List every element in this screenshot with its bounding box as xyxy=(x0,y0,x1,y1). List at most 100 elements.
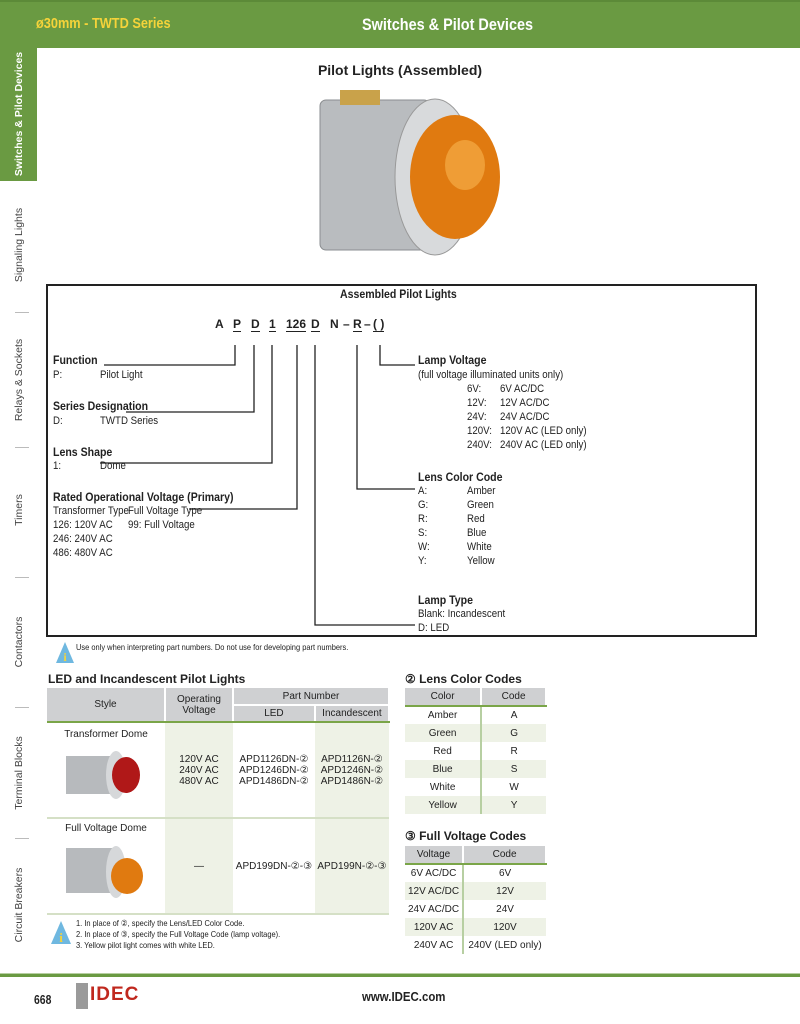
series-label: ø30mm - TWTD Series xyxy=(36,15,171,32)
code-cell: G xyxy=(510,727,518,739)
lamp-voltage-desc: 6V AC/DC xyxy=(500,383,545,395)
lamp-voltage-code: 240V: xyxy=(467,439,492,451)
page-number: 668 xyxy=(34,992,52,1007)
voltage-value: 120V AC xyxy=(179,753,219,765)
sidebar-item-circuit-breakers[interactable]: Circuit Breakers xyxy=(13,867,25,943)
code-cell: S xyxy=(510,763,518,775)
value-cell: Yellow xyxy=(405,796,483,814)
code-dash: – xyxy=(343,317,350,331)
col-led: LED xyxy=(233,705,316,723)
table-row: Full Voltage Dome — APD199DN-②-③ APD199N… xyxy=(47,818,389,914)
col-voltage: Operating Voltage xyxy=(165,688,234,723)
value-cell: 6V AC/DC xyxy=(405,864,465,882)
lamp-voltage-desc: 12V AC/DC xyxy=(500,397,550,409)
column-header: Color xyxy=(405,688,483,707)
value-cell: 240V AC xyxy=(405,936,465,954)
led-part: APD1126DN-② xyxy=(239,753,309,765)
warning-note: Use only when interpreting part numbers.… xyxy=(76,642,349,652)
rated-item: 126: 120V AC xyxy=(53,519,113,531)
voltage-value: 480V AC xyxy=(179,775,219,787)
lamp-type-label: Lamp Type xyxy=(418,593,473,607)
lens-color-desc: Red xyxy=(467,513,485,525)
value-cell: Blue xyxy=(405,760,483,778)
divider xyxy=(15,447,29,448)
idec-logo-mark xyxy=(76,983,88,1009)
lens-shape-desc: Dome xyxy=(100,460,126,472)
lens-color-desc: Green xyxy=(467,499,494,511)
style-name: Full Voltage Dome xyxy=(65,823,147,834)
function-label: Function xyxy=(53,353,98,367)
value-cell: Red xyxy=(405,742,483,760)
lamp-voltage-label: Lamp Voltage xyxy=(418,353,487,367)
voltage-value: 240V AC xyxy=(179,764,219,776)
sidebar-active-tab[interactable] xyxy=(0,48,37,181)
lens-color-code: S: xyxy=(418,527,428,539)
info-icon: i xyxy=(51,921,71,945)
rated-item: 486: 480V AC xyxy=(53,547,113,559)
lamp-voltage-code: 24V: xyxy=(467,411,487,423)
rated-item: 246: 240V AC xyxy=(53,533,113,545)
value-cell: Green xyxy=(405,724,483,742)
value-cell: White xyxy=(405,778,483,796)
col-style: Style xyxy=(47,688,166,723)
voltage-value: — xyxy=(165,818,233,914)
note: 2. In place of ③, specify the Full Volta… xyxy=(76,929,281,939)
lens-color-desc: Amber xyxy=(467,485,496,497)
divider xyxy=(15,577,29,578)
sidebar-item-terminal-blocks[interactable]: Terminal Blocks xyxy=(13,736,25,810)
lens-color-code: G: xyxy=(418,499,429,511)
lens-color-code: Y: xyxy=(418,555,427,567)
column-header: Code xyxy=(463,846,547,865)
table-row: Blue S xyxy=(405,760,546,778)
code-cell: 24V xyxy=(496,903,514,915)
lamp-voltage-desc: 120V AC (LED only) xyxy=(500,425,587,437)
info-icon: i xyxy=(56,642,74,664)
inc-part: APD1126N-② xyxy=(321,753,383,765)
led-part: APD1246DN-② xyxy=(239,764,309,776)
part-number-diagram xyxy=(46,284,757,637)
lens-color-desc: White xyxy=(467,541,492,553)
code-cell: Y xyxy=(510,799,518,811)
fv-codes-title: ③ Full Voltage Codes xyxy=(405,829,527,843)
code-dash: – xyxy=(364,317,371,331)
lens-color-label: Lens Color Code xyxy=(418,470,503,484)
column-header: Code xyxy=(481,688,547,707)
lens-color-code: A: xyxy=(418,485,428,497)
diagram-leader-lines xyxy=(100,345,415,626)
svg-text:i: i xyxy=(63,650,67,664)
column-header: Voltage xyxy=(405,846,465,865)
lens-color-code: R: xyxy=(418,513,428,525)
function-code: P: xyxy=(53,369,63,381)
svg-text:i: i xyxy=(59,930,63,945)
value-cell: Amber xyxy=(405,706,483,724)
lens-codes-title: ② Lens Color Codes xyxy=(405,672,522,686)
footer-rule xyxy=(0,973,800,977)
section-title: Switches & Pilot Devices xyxy=(362,15,534,34)
function-desc: Pilot Light xyxy=(100,369,143,381)
series-desc: TWTD Series xyxy=(100,415,159,427)
lens-color-code: W: xyxy=(418,541,430,553)
transformer-type: Transformer Type xyxy=(53,505,129,517)
lamp-voltage-desc: 24V AC/DC xyxy=(500,411,550,423)
code-cell: R xyxy=(510,745,518,757)
website-link[interactable]: www.IDEC.com xyxy=(362,989,446,1004)
full-voltage-dome-image xyxy=(66,846,143,898)
rated-voltage-label: Rated Operational Voltage (Primary) xyxy=(53,490,234,504)
code-cell: 120V xyxy=(493,921,517,933)
series-label: Series Designation xyxy=(53,399,149,413)
lamp-voltage-code: 6V: xyxy=(467,383,482,395)
lens-color-desc: Blue xyxy=(467,527,487,539)
lens-shape-code: 1: xyxy=(53,460,62,472)
inc-part: APD1486N-② xyxy=(320,775,384,787)
code-126: 126 xyxy=(286,317,307,332)
code-cell: 240V (LED only) xyxy=(468,939,542,951)
pilot-light-image xyxy=(319,90,500,256)
